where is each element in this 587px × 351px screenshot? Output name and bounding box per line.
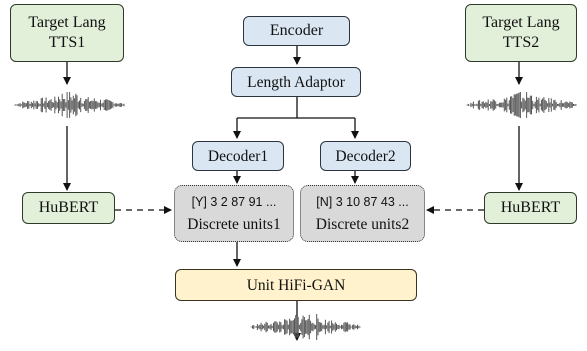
length-adaptor-label: Length Adaptor [247,73,345,91]
waveform-stroke [466,92,577,118]
waveform-stroke [14,92,125,118]
decoder2-label: Decoder2 [335,147,396,165]
target-lang-tts1-box: Target Lang TTS1 [10,4,124,62]
tts1-line2: TTS1 [48,34,86,51]
waveform-output-icon [250,314,361,340]
hubert-left-label: HuBERT [38,199,99,216]
units2-code: [N] 3 10 87 43 ... [316,194,409,209]
decoder1-box: Decoder1 [192,141,284,171]
units2-label: Discrete units2 [315,215,410,233]
hubert-right-box: HuBERT [484,192,577,224]
tts2-line2: TTS2 [502,34,540,51]
hubert-right-label: HuBERT [500,199,561,216]
discrete-units1-box: [Y] 3 2 87 91 ... Discrete units1 [174,185,294,242]
decoder1-label: Decoder1 [207,147,269,165]
units1-code: [Y] 3 2 87 91 ... [191,194,277,209]
unit-hifigan-label: Unit HiFi-GAN [246,276,346,294]
discrete-units2-box: [N] 3 10 87 43 ... Discrete units2 [300,185,425,242]
waveform-stroke [250,314,361,340]
waveform-left-icon [14,92,125,118]
tts2-line1: Target Lang [482,14,560,31]
decoder2-box: Decoder2 [320,141,411,171]
encoder-box: Encoder [243,16,350,46]
waveform-right-icon [466,92,577,118]
target-lang-tts2-box: Target Lang TTS2 [465,4,577,62]
units1-label: Discrete units1 [187,215,281,233]
hubert-left-box: HuBERT [22,192,115,224]
length-adaptor-box: Length Adaptor [231,67,361,97]
encoder-label: Encoder [269,22,324,39]
unit-hifigan-box: Unit HiFi-GAN [175,269,417,301]
tts1-line1: Target Lang [28,14,106,31]
